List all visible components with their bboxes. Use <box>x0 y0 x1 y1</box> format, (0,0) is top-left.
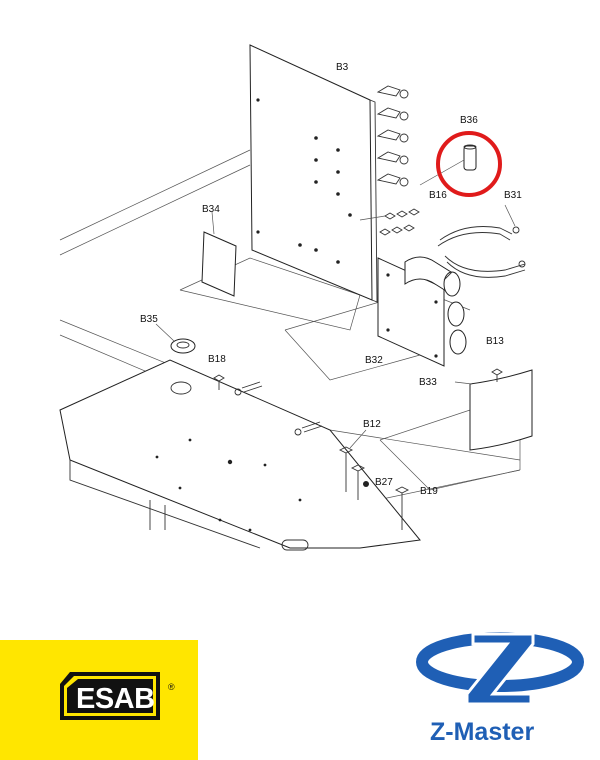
plate-b34 <box>201 211 237 297</box>
esab-wordmark: ESAB <box>76 683 155 715</box>
esab-logo: ESAB ® <box>0 640 198 760</box>
label-b12: B12 <box>363 419 381 430</box>
capacitors <box>404 256 467 355</box>
label-b16: B16 <box>429 190 447 201</box>
label-b33: B33 <box>419 377 437 388</box>
zmaster-logo-mark <box>416 632 584 706</box>
panel-b3 <box>249 44 409 303</box>
screw-b13 <box>491 368 503 382</box>
part-labels: B3 B36 B16 B31 B34 B35 B18 B32 B13 B33 B… <box>140 62 522 497</box>
label-b35: B35 <box>140 314 158 325</box>
parts-diagram: B3 B36 B16 B31 B34 B35 B18 B32 B13 B33 B… <box>59 44 533 551</box>
zmaster-wordmark: Z-Master <box>430 718 535 746</box>
label-b19: B19 <box>420 486 438 497</box>
cover-b33 <box>454 368 533 451</box>
fasteners-b12-b27-b19 <box>338 429 410 530</box>
highlight-circle <box>436 131 502 197</box>
label-b32: B32 <box>365 355 383 366</box>
screw-b18 <box>213 374 323 436</box>
label-b3: B3 <box>336 62 349 73</box>
label-b27: B27 <box>375 477 393 488</box>
part-b36 <box>419 144 477 186</box>
base-plate <box>59 359 421 551</box>
bracket-b31 <box>437 204 526 278</box>
label-b13: B13 <box>486 336 504 347</box>
esab-tag-shape <box>60 672 160 720</box>
label-b31: B31 <box>504 190 522 201</box>
esab-registered-mark: ® <box>168 682 175 692</box>
screws-b16 <box>359 208 420 236</box>
board-b32 <box>377 256 467 367</box>
label-b36: B36 <box>460 115 478 126</box>
terminal-connectors <box>376 85 409 187</box>
grommet-b35 <box>155 323 196 395</box>
label-b18: B18 <box>208 354 226 365</box>
label-b34: B34 <box>202 204 220 215</box>
